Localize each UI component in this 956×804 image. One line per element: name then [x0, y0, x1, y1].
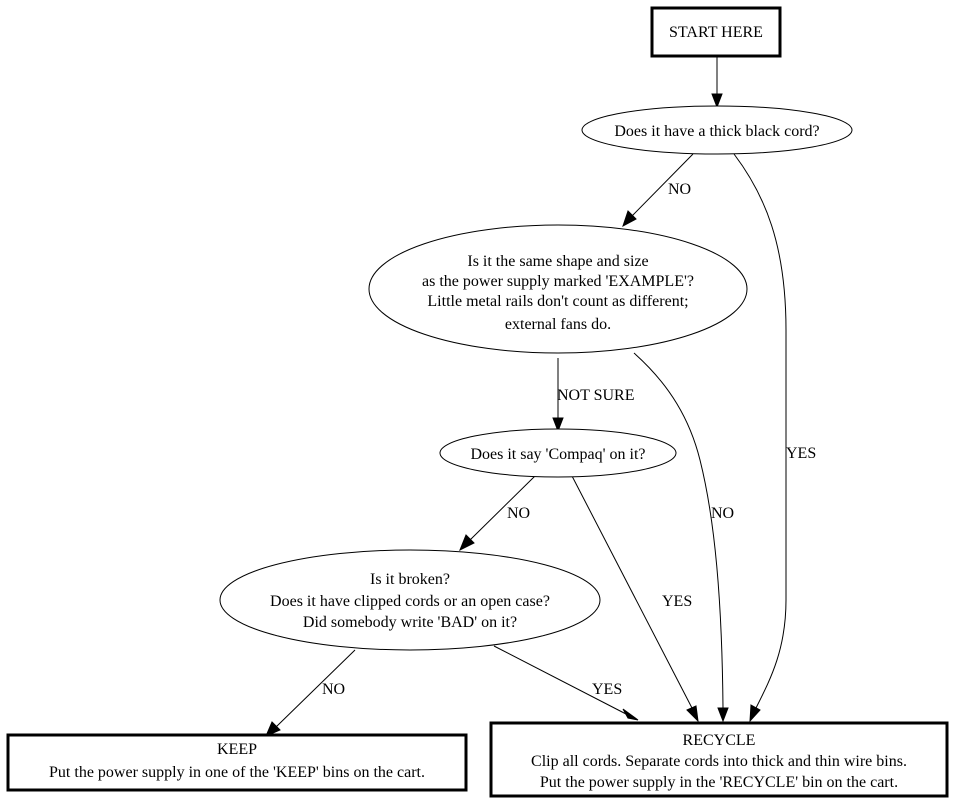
edges: NO YES NOT SURE NO NO YES — [265, 57, 816, 737]
start-label: START HERE — [669, 24, 763, 41]
edge-thick-cord-yes: YES — [733, 153, 816, 723]
edge-line — [571, 475, 693, 709]
edge-label-yes: YES — [592, 681, 622, 698]
node-compaq: Does it say 'Compaq' on it? — [439, 428, 677, 478]
start-box — [650, 6, 782, 58]
node-same-shape: Is it the same shape and size as the pow… — [368, 224, 748, 354]
edge-label-yes: YES — [662, 593, 692, 610]
edge-label-no: NO — [711, 505, 734, 522]
arrow-head — [265, 721, 281, 737]
same-shape-line-3: Little metal rails don't count as differ… — [427, 293, 688, 310]
edge-same-shape-not-sure: NOT SURE — [552, 358, 635, 433]
edge-compaq-yes: YES — [571, 475, 699, 723]
broken-line-3: Did somebody write 'BAD' on it? — [303, 614, 517, 631]
decision-ellipse — [368, 224, 748, 354]
decision-ellipse — [439, 428, 677, 478]
arrow-head — [459, 534, 475, 552]
keep-box — [6, 733, 468, 792]
thick-cord-question: Does it have a thick black cord? — [614, 123, 819, 140]
edge-thick-cord-no: NO — [622, 153, 694, 228]
edge-label-no: NO — [507, 505, 530, 522]
recycle-box — [489, 721, 949, 798]
edge-line — [275, 649, 356, 728]
edge-line — [633, 352, 724, 709]
arrow-head — [622, 210, 637, 228]
node-keep: KEEP Put the power supply in one of the … — [6, 733, 468, 792]
arrow-head — [717, 707, 729, 723]
arrow-head — [552, 417, 564, 433]
recycle-line-3: Put the power supply in the 'RECYCLE' bi… — [540, 774, 898, 791]
edge-label-no: NO — [322, 681, 345, 698]
decision-ellipse — [581, 105, 853, 155]
edge-broken-no: NO — [265, 649, 356, 737]
edge-line — [469, 475, 536, 541]
same-shape-line-4: external fans do. — [505, 316, 611, 333]
decision-ellipse — [219, 549, 601, 651]
edge-label-yes: YES — [786, 445, 816, 462]
edge-compaq-no: NO — [459, 475, 536, 552]
arrow-head — [622, 708, 639, 721]
node-thick-cord: Does it have a thick black cord? — [581, 105, 853, 155]
keep-title: KEEP — [217, 741, 257, 758]
same-shape-line-1: Is it the same shape and size — [467, 253, 648, 270]
recycle-line-2: Clip all cords. Separate cords into thic… — [531, 753, 907, 770]
node-broken: Is it broken? Does it have clipped cords… — [219, 549, 601, 651]
node-start: START HERE — [650, 6, 782, 58]
arrow-head — [686, 705, 699, 723]
edge-line — [493, 645, 627, 715]
edge-broken-yes: YES — [493, 645, 639, 721]
edge-line — [631, 153, 694, 217]
edge-label-no: NO — [668, 181, 691, 198]
compaq-question: Does it say 'Compaq' on it? — [470, 446, 645, 463]
arrow-head — [711, 93, 723, 109]
edge-start-to-thick-cord — [711, 57, 723, 109]
arrow-head — [749, 704, 761, 723]
keep-instruction: Put the power supply in one of the 'KEEP… — [49, 764, 425, 781]
same-shape-line-2: as the power supply marked 'EXAMPLE'? — [422, 273, 694, 290]
broken-line-2: Does it have clipped cords or an open ca… — [270, 593, 550, 610]
recycle-title: RECYCLE — [683, 732, 756, 749]
node-recycle: RECYCLE Clip all cords. Separate cords i… — [489, 721, 949, 798]
broken-line-1: Is it broken? — [370, 571, 450, 588]
edge-same-shape-no: NO — [633, 352, 734, 723]
edge-line — [733, 153, 787, 709]
edge-label-not-sure: NOT SURE — [557, 387, 635, 404]
